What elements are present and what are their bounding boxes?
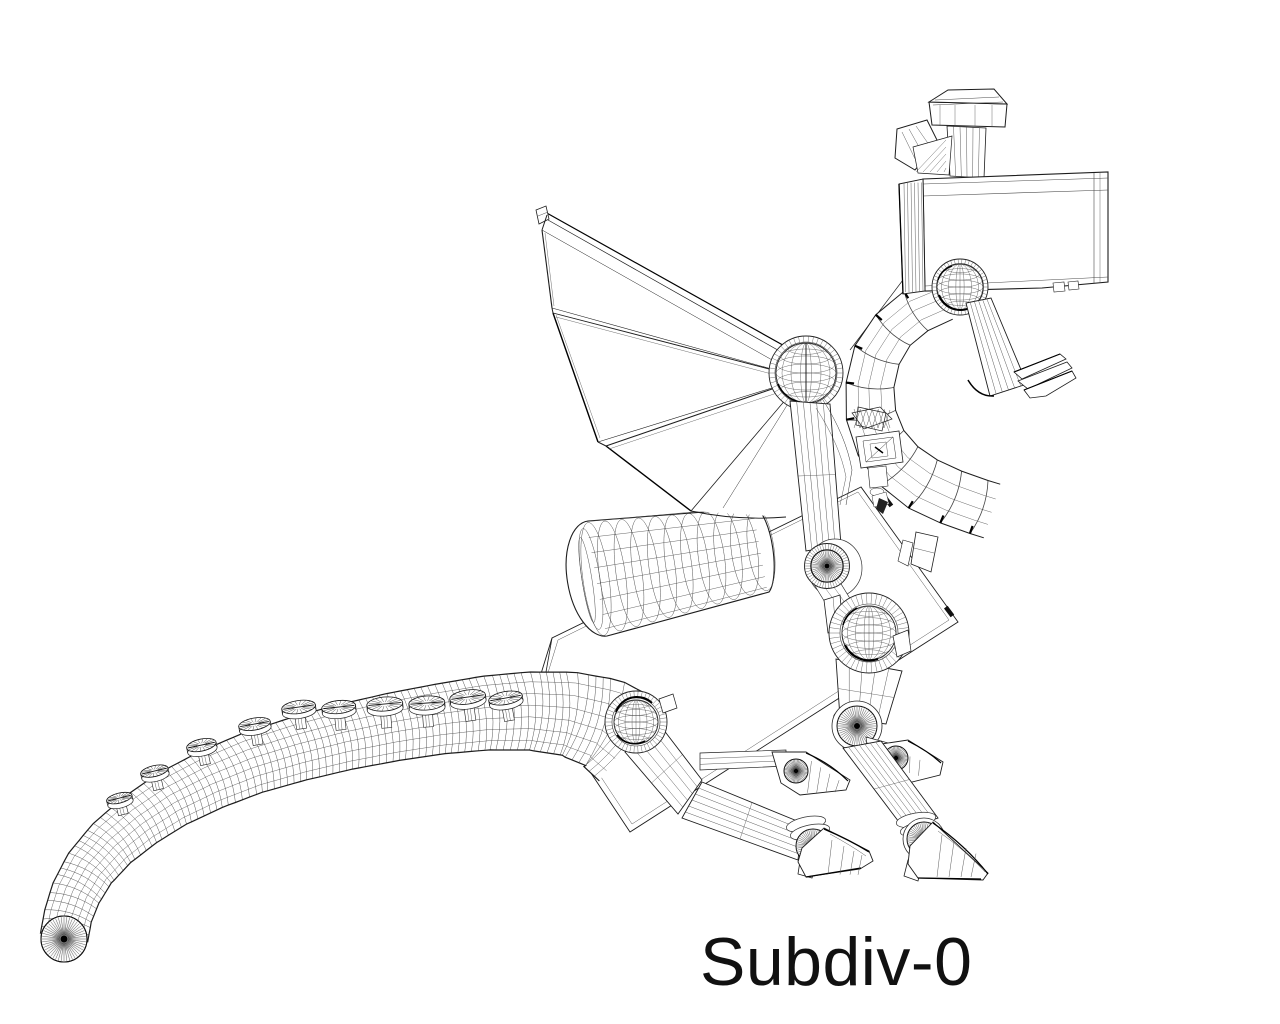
shoulder-joint-sphere: [768, 335, 844, 411]
near-leg: [823, 592, 989, 882]
caption-subdiv-level: Subdiv-0: [700, 924, 973, 1000]
head: [894, 88, 1109, 295]
wing: [535, 205, 810, 519]
far-leg: [604, 690, 874, 879]
tail: [39, 671, 657, 963]
body-cylinder: [565, 506, 776, 637]
jaw-and-beak: [965, 297, 1077, 399]
tail-studs: [106, 689, 524, 817]
chest-mechanism: [851, 406, 904, 514]
